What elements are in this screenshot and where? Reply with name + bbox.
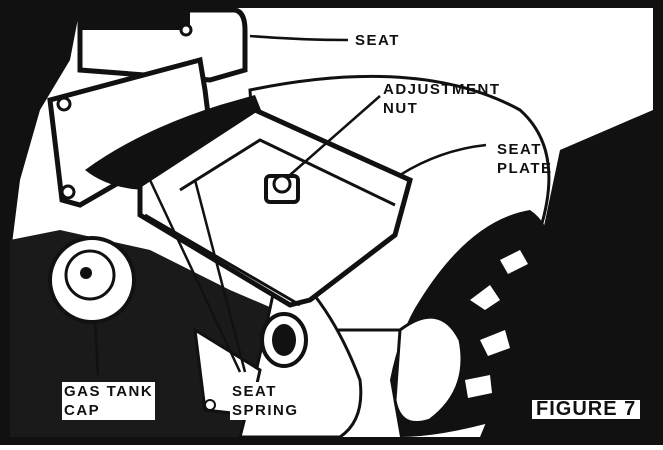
wheel-rim [393, 315, 464, 424]
label-adjustment-nut-line2: NUT [383, 100, 419, 117]
tire-tread [465, 250, 528, 398]
seat-back-top [80, 10, 190, 30]
leader-seat [249, 34, 349, 42]
label-adjustment-nut-line1: ADJUSTMENT [383, 81, 501, 98]
label-seat-spring-line2: SPRING [232, 402, 299, 419]
bracket-bolt-top [56, 96, 72, 112]
gas-tank-cap-center [80, 267, 92, 279]
leader-adjustment-nut [289, 95, 381, 176]
figure-caption: FIGURE 7 [532, 399, 641, 419]
label-seat-text: SEAT [355, 32, 400, 49]
label-gas-tank-cap: GAS TANK CAP [62, 382, 156, 420]
label-seat: SEAT [355, 31, 400, 50]
lower-rail-bolt [204, 399, 216, 411]
seat-spring-strap [85, 95, 265, 190]
spring-roller-inner [272, 324, 296, 356]
label-gas-tank-cap-line2: CAP [64, 402, 101, 419]
label-adjustment-nut: ADJUSTMENT NUT [383, 80, 501, 118]
label-seat-spring: SEAT SPRING [230, 382, 301, 420]
adjustment-nut-bolt [272, 174, 292, 194]
leader-seat-spring-b [193, 179, 247, 373]
label-gas-tank-cap-line1: GAS TANK [64, 383, 154, 400]
label-seat-plate-line1: SEAT [497, 141, 542, 158]
mower-body-shadow [10, 8, 80, 260]
label-seat-plate: SEAT PLATE [497, 140, 553, 178]
label-seat-plate-line2: PLATE [497, 160, 553, 177]
leader-gas-tank-cap [93, 319, 100, 376]
seat-plate [137, 107, 413, 308]
seat-plate-rail [144, 213, 301, 307]
seat-plate-channel [179, 138, 396, 207]
leader-seat-spring-a [148, 179, 242, 373]
label-seat-spring-line1: SEAT [232, 383, 277, 400]
leader-seat-plate [399, 143, 487, 177]
bracket-bolt-right [179, 23, 193, 37]
bracket-bolt-bottom [60, 184, 76, 200]
